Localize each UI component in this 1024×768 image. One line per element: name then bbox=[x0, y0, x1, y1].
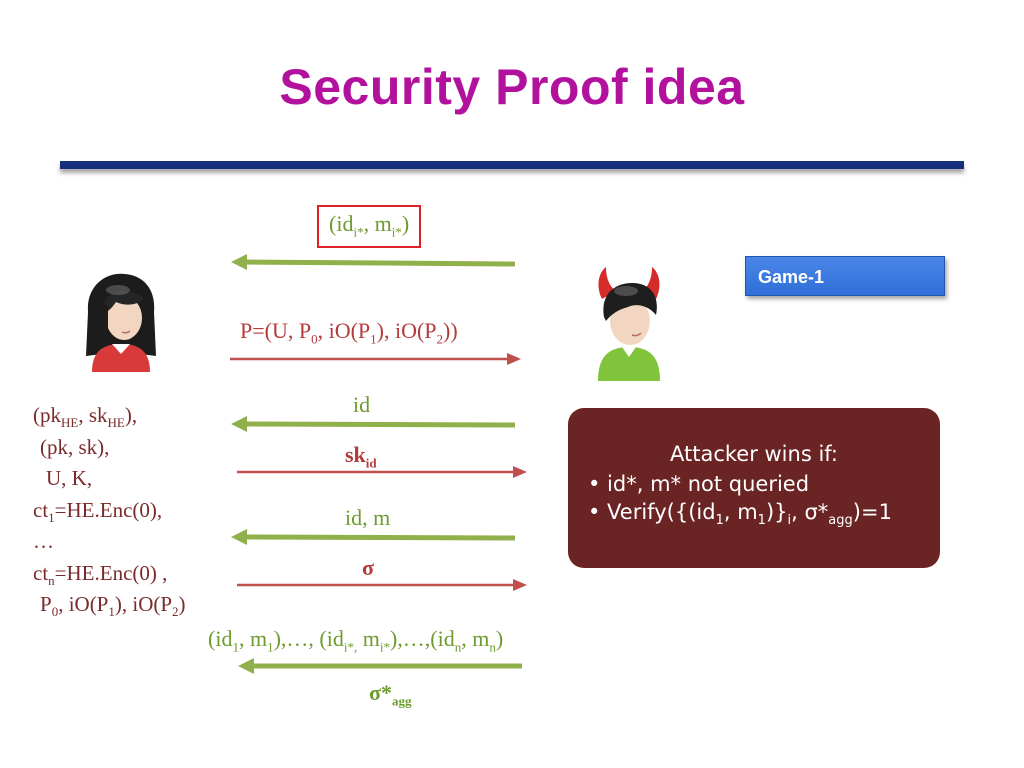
arrow-query-id-left bbox=[231, 416, 516, 432]
state-line-7: P0, iO(P1), iO(P2) bbox=[40, 592, 186, 620]
state-line-4: ct1=HE.Enc(0), bbox=[33, 497, 163, 525]
slide-title: Security Proof idea bbox=[279, 59, 745, 115]
final-list-label: (id1, m1),…, (idi*, mi*),…,(idn, mn) bbox=[208, 626, 504, 655]
title-divider bbox=[60, 161, 964, 169]
arrow-query-idm-left bbox=[231, 529, 516, 545]
public-params-label: P=(U, P0, iO(P1), iO(P2)) bbox=[240, 318, 458, 347]
reply-sk-label: skid bbox=[345, 442, 377, 471]
state-line-6: ctn=HE.Enc(0) , bbox=[33, 560, 168, 588]
arrow-final-left bbox=[238, 658, 522, 674]
final-sigma-label: σ*agg bbox=[369, 680, 412, 709]
challenger-avatar-icon bbox=[86, 273, 156, 372]
query-id-label: id bbox=[353, 392, 371, 417]
arrow-challenge-left bbox=[231, 254, 516, 270]
win-condition-box: Attacker wins if: • id*, m* not queried … bbox=[568, 408, 940, 568]
reply-sigma-label: σ bbox=[362, 555, 374, 580]
attacker-avatar-icon bbox=[598, 267, 660, 381]
win-condition-bullet-1: • id*, m* not queried bbox=[588, 472, 810, 496]
game-1-button[interactable]: Game-1 bbox=[745, 256, 945, 296]
arrow-sk-right bbox=[237, 466, 527, 478]
challenge-pair-label: (idi*, mi*) bbox=[317, 205, 422, 249]
state-line-5: … bbox=[33, 529, 54, 553]
win-condition-heading: Attacker wins if: bbox=[669, 442, 838, 466]
state-line-2: (pk, sk), bbox=[40, 434, 110, 459]
challenger-state: (pkHE, skHE), (pk, sk), U, K, ct1=HE.Enc… bbox=[33, 400, 186, 621]
state-line-3: U, K, bbox=[46, 466, 93, 490]
win-condition-bullet-2: • Verify({(id1, m1)}i, σ*agg)=1 bbox=[588, 500, 892, 529]
query-id-m-label: id, m bbox=[345, 505, 391, 530]
arrow-sigma-right bbox=[237, 579, 527, 591]
arrow-params-right bbox=[230, 353, 521, 365]
state-line-1: (pkHE, skHE), bbox=[33, 403, 138, 431]
